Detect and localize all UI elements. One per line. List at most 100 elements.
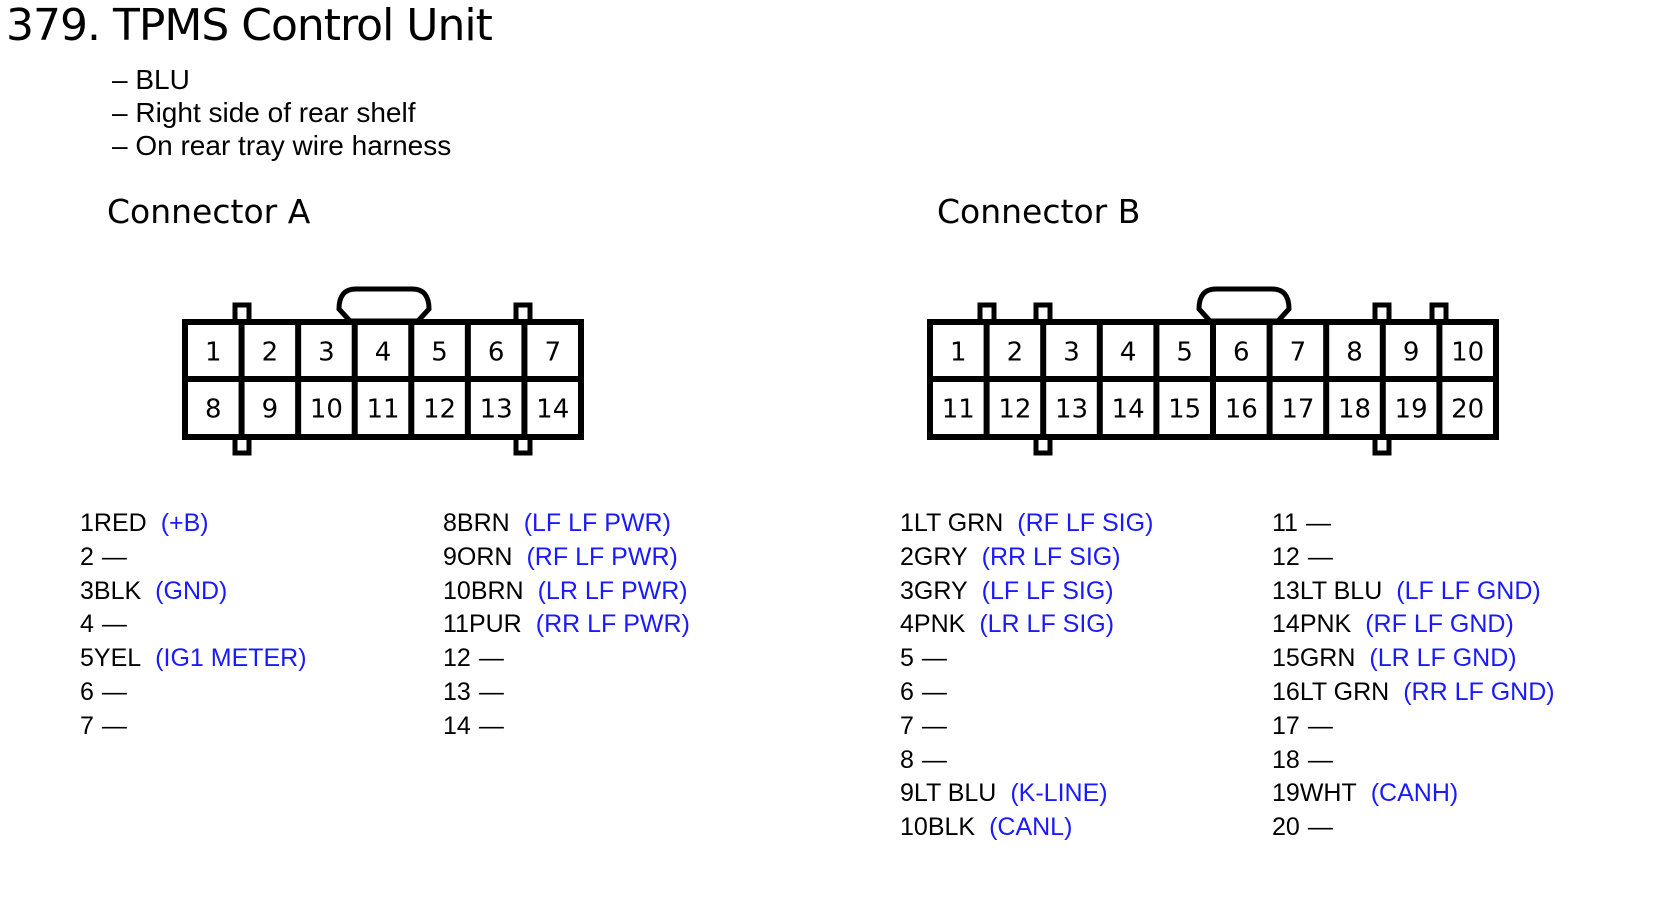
wire-color: — <box>1307 745 1333 774</box>
cavity-number: 7 <box>1290 338 1307 368</box>
pin-number: 10 <box>443 576 471 605</box>
cavity-number: 9 <box>262 395 279 425</box>
cavity-number: 6 <box>1233 338 1250 368</box>
wire-color: LT GRN <box>913 509 1004 537</box>
wire-color: BRN <box>456 509 510 537</box>
note-harness: – On rear tray wire harness <box>112 130 452 161</box>
pin-signal: (LR LF SIG) <box>979 610 1115 639</box>
pin-number: 1 <box>900 509 914 537</box>
cavity-number: 11 <box>366 395 399 425</box>
pin-number: 14 <box>443 711 471 740</box>
cavity-number: 15 <box>1168 395 1201 425</box>
pin-row: 14PNK(RF LF GND) <box>1272 612 1514 637</box>
pin-row: 13LT BLU(LF LF GND) <box>1272 576 1541 605</box>
page-title: 379. TPMS Control Unit <box>6 0 493 51</box>
cavity-number: 1 <box>950 338 967 368</box>
connector-b-latch <box>1196 286 1292 324</box>
pin-number: 13 <box>1272 576 1300 605</box>
pin-signal: (RF LF GND) <box>1365 610 1514 639</box>
pin-row: 6— <box>80 680 127 705</box>
pin-signal: (RF LF SIG) <box>1017 509 1154 537</box>
pin-number: 18 <box>1272 745 1300 774</box>
pin-number: 6 <box>80 678 94 706</box>
pin-row: 9LT BLU(K-LINE) <box>900 781 1108 806</box>
wire-color: — <box>478 678 504 706</box>
pin-row: 1LT GRN (RF LF SIG) <box>900 511 1153 536</box>
pin-number: 19 <box>1272 779 1300 808</box>
connector-a-title: Connector A <box>107 192 311 231</box>
pin-number: 4 <box>900 610 914 639</box>
wire-color: RED <box>93 509 147 537</box>
wire-color: — <box>101 610 127 639</box>
pin-number: 15 <box>1272 644 1300 673</box>
pin-signal: (LR LF PWR) <box>537 576 688 605</box>
pin-number: 7 <box>900 711 914 740</box>
pin-number: 6 <box>900 678 914 706</box>
wire-color: BLK <box>927 813 976 842</box>
wire-color: — <box>101 542 127 571</box>
pin-signal: (RF LF PWR) <box>526 542 678 571</box>
pin-row: 13— <box>443 680 504 705</box>
pin-number: 10 <box>900 813 928 842</box>
cavity-number: 1 <box>205 338 222 368</box>
pin-number: 11 <box>1272 509 1298 537</box>
pin-row: 3GRY(LF LF SIG) <box>900 576 1114 605</box>
connector-a-latch <box>336 286 432 324</box>
pin-row: 18— <box>1272 745 1333 774</box>
pin-row: 4— <box>80 612 127 637</box>
pin-number: 2 <box>900 542 914 571</box>
pin-row: 17— <box>1272 711 1333 740</box>
pin-number: 4 <box>80 610 94 639</box>
pin-signal: (RR LF SIG) <box>981 542 1121 571</box>
cavity-number: 14 <box>1112 395 1145 425</box>
wire-color: — <box>921 711 947 740</box>
cavity-number: 18 <box>1338 395 1371 425</box>
pin-number: 14 <box>1272 610 1300 639</box>
pin-row: 10BRN(LR LF PWR) <box>443 576 688 605</box>
pin-number: 2 <box>80 542 94 571</box>
wire-color: LT BLU <box>1299 576 1383 605</box>
pin-number: 13 <box>443 678 471 706</box>
wire-color: GRN <box>1299 644 1356 673</box>
cavity-number: 8 <box>205 395 222 425</box>
cavity-number: 5 <box>1176 338 1193 368</box>
cavity-number: 16 <box>1225 395 1258 425</box>
cavity-number: 3 <box>1063 338 1080 368</box>
pin-number: 8 <box>443 509 457 537</box>
cavity-number: 13 <box>1055 395 1088 425</box>
pin-row: 19WHT(CANH) <box>1272 781 1458 806</box>
cavity-number: 8 <box>1346 338 1363 368</box>
cavity-number: 7 <box>544 338 561 368</box>
note-location: – Right side of rear shelf <box>112 97 416 128</box>
pin-row: 14— <box>443 711 504 740</box>
wire-color: — <box>1307 711 1333 740</box>
wire-color: BLK <box>93 576 142 605</box>
cavity-number: 20 <box>1451 395 1484 425</box>
connector-b-title: Connector B <box>937 192 1141 231</box>
pin-number: 17 <box>1272 711 1300 740</box>
pin-row: 3BLK(GND) <box>80 576 227 605</box>
cavity-number: 9 <box>1403 338 1420 368</box>
pin-row: 10BLK(CANL) <box>900 815 1072 840</box>
cavity-number: 6 <box>488 338 505 368</box>
pin-row: 11— <box>1272 511 1331 536</box>
pin-row: 2— <box>80 542 127 571</box>
pin-row: 8— <box>900 747 947 773</box>
wire-color: GRY <box>913 576 968 605</box>
pin-number: 16 <box>1272 678 1300 706</box>
pin-number: 5 <box>80 644 94 673</box>
pin-row: 4PNK (LR LF SIG) <box>900 612 1114 637</box>
cavity-number: 3 <box>318 338 335 368</box>
pin-number: 9 <box>443 542 457 571</box>
pin-signal: (K-LINE) <box>1010 779 1108 808</box>
pin-row: 1RED(+B) <box>80 511 209 536</box>
pin-number: 9 <box>900 779 914 808</box>
pin-signal: (LR LF GND) <box>1369 644 1517 673</box>
pin-signal: (RR LF PWR) <box>535 610 690 639</box>
cavity-number: 4 <box>375 338 392 368</box>
pin-number: 3 <box>900 576 914 605</box>
pin-number: 3 <box>80 576 94 605</box>
wire-color: PNK <box>913 610 966 639</box>
wire-color: WHT <box>1299 779 1357 808</box>
